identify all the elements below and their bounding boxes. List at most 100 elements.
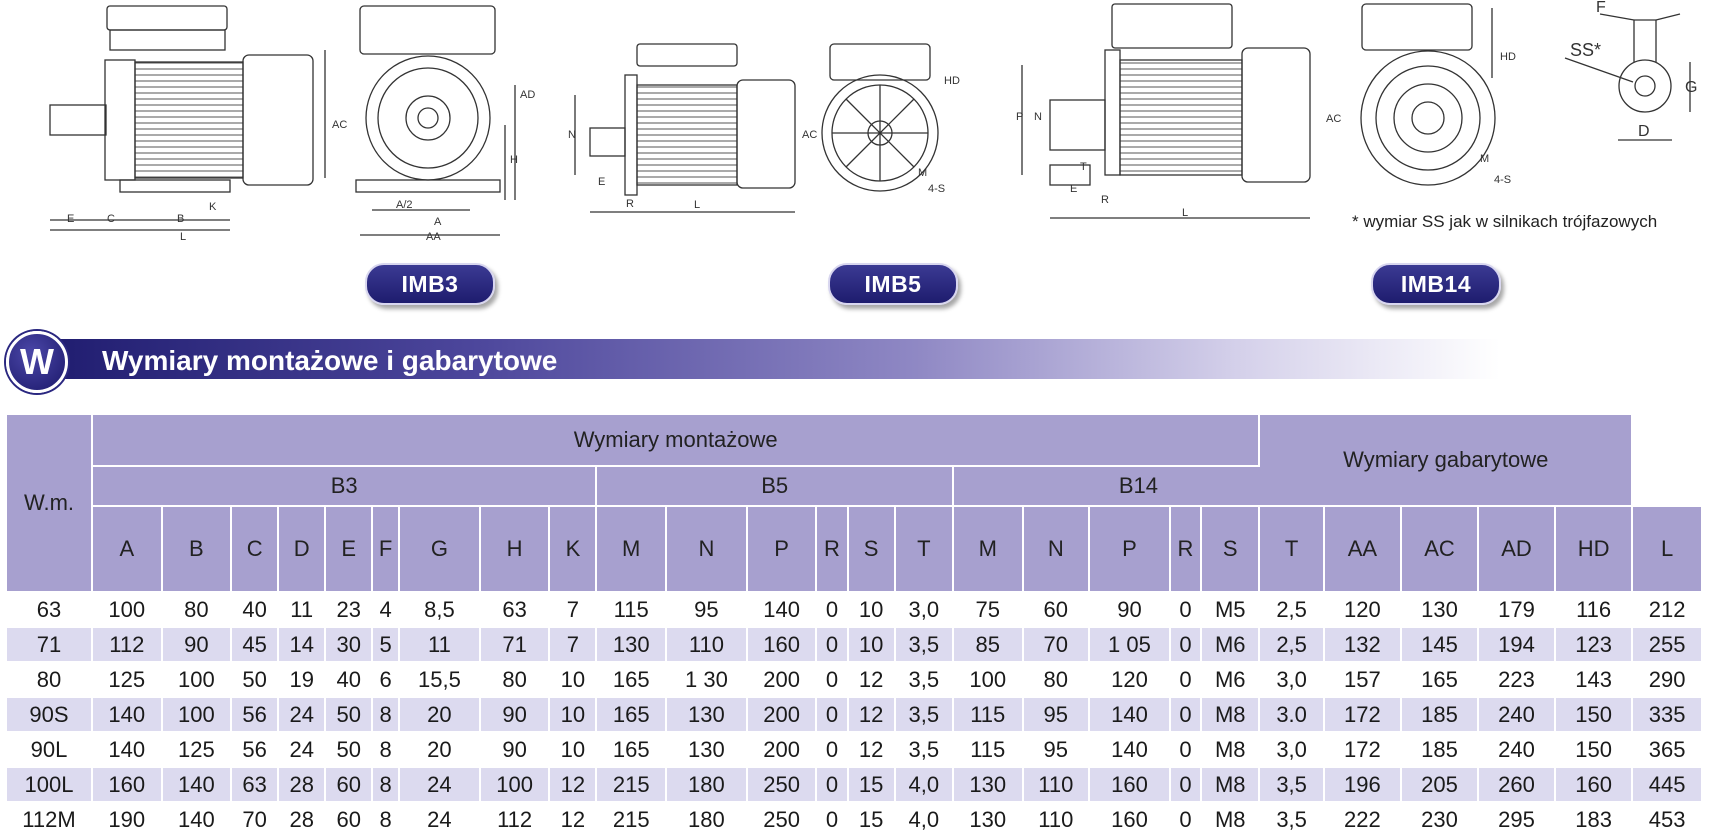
table-cell: 180 <box>688 807 725 832</box>
table-cell: 10 <box>848 628 894 661</box>
imb3-side-view <box>49 5 326 231</box>
motor-drawings-svg: E C B L K AC A/2 A AA H AD N E R L AC HD… <box>49 0 1697 243</box>
table-cell: 11 <box>400 628 479 661</box>
table-cell: 100 <box>177 667 215 692</box>
column-header: C <box>232 507 278 591</box>
dim-h-label: H <box>510 154 518 166</box>
table-cell: 80 <box>1043 667 1069 692</box>
table-cell: 4,0 <box>908 807 940 832</box>
table-cell: M8 <box>1202 698 1259 731</box>
table-cell: 194 <box>1479 628 1555 661</box>
table-cell: 0 <box>817 768 847 801</box>
table-cell: 11 <box>290 597 314 622</box>
table-cell: 185 <box>1421 737 1458 762</box>
dim-b-label: B <box>177 213 184 225</box>
dim-4s5-label: 4-S <box>928 183 945 195</box>
column-header: B <box>162 507 231 591</box>
table-cell: 15,5 <box>418 667 461 692</box>
table-cell: 240 <box>1498 737 1535 762</box>
table-cell: 90 <box>502 737 527 762</box>
table-cell: 15 <box>848 768 894 801</box>
table-cell: 23 <box>336 597 361 622</box>
imb3-front-view <box>355 5 516 236</box>
table-cell: 125 <box>108 667 146 692</box>
table-cell: 0 <box>817 628 847 661</box>
table-cell: 200 <box>763 667 800 692</box>
table-cell: 3.0 <box>1260 698 1323 731</box>
table-cell: 145 <box>1401 628 1477 661</box>
table-cell: 56 <box>232 698 278 731</box>
table-cell: 183 <box>1575 807 1612 832</box>
table-cell: 0 <box>817 698 847 731</box>
table-cell: 3,5 <box>908 737 940 762</box>
table-cell: 140 <box>763 597 800 622</box>
dim-l5-label: L <box>694 199 700 211</box>
table-cell: 12 <box>848 698 894 731</box>
table-cell: 3,5 <box>908 667 940 692</box>
table-cell: 8 <box>379 737 392 762</box>
table-cell: 80 <box>184 597 209 622</box>
dim-e14-label: E <box>1070 183 1077 195</box>
table-cell: M8 <box>1202 768 1259 801</box>
column-header: L <box>1633 507 1701 591</box>
dim-hd5-label: HD <box>944 75 960 87</box>
table-cell: 0 <box>1170 698 1201 731</box>
table-cell: 112 <box>497 807 533 832</box>
dim-e-label: E <box>67 213 74 225</box>
table-cell: 179 <box>1498 597 1535 622</box>
table-cell: 200 <box>763 737 800 762</box>
column-header: R <box>817 507 847 591</box>
table-cell: 3,5 <box>895 698 952 731</box>
table-cell: 15 <box>858 807 884 832</box>
table-cell: 230 <box>1421 807 1458 832</box>
dim-c-label: C <box>107 213 115 225</box>
table-cell: 125 <box>177 737 215 762</box>
dim-a2-label: A/2 <box>396 199 413 211</box>
table-cell: 63 <box>502 597 527 622</box>
dim-l-label: L <box>180 231 186 243</box>
row-size-cell: 90S <box>7 698 91 731</box>
table-cell: 20 <box>427 737 452 762</box>
table-cell: 63 <box>232 768 278 801</box>
table-cell: 4,0 <box>895 768 952 801</box>
table-cell: 240 <box>1479 698 1555 731</box>
table-cell: 255 <box>1633 628 1701 661</box>
table-cell: 95 <box>1023 698 1089 731</box>
column-header: N <box>667 507 746 591</box>
table-cell: 205 <box>1401 768 1477 801</box>
table-cell: M8 <box>1214 807 1246 832</box>
table-cell: 130 <box>688 737 725 762</box>
table-cell: M5 <box>1214 597 1246 622</box>
table-cell: 50 <box>242 667 267 692</box>
section-header-bar <box>40 339 1500 379</box>
table-cell: 6 <box>379 667 392 692</box>
table-cell: 3,0 <box>1276 737 1307 762</box>
imb14-side-view <box>1021 3 1311 219</box>
table-cell: 90 <box>480 698 549 731</box>
table-cell: 45 <box>232 628 278 661</box>
table-cell: 165 <box>612 667 650 692</box>
section-header: W Wymiary montażowe i gabarytowe <box>0 330 1715 393</box>
table-cell: 100 <box>969 667 1007 692</box>
table-cell: 140 <box>1111 737 1148 762</box>
table-cell: 4 <box>379 597 392 622</box>
table-cell: 100 <box>108 597 146 622</box>
section-icon: W <box>6 331 68 393</box>
table-cell: 190 <box>108 807 146 832</box>
section-title: Wymiary montażowe i gabarytowe <box>102 345 558 376</box>
table-cell: 110 <box>1023 768 1089 801</box>
column-header: N <box>1023 507 1089 591</box>
table-cell: 8,5 <box>424 597 455 622</box>
imb5-front-view <box>821 43 939 192</box>
table-cell: 12 <box>550 768 596 801</box>
table-cell: 250 <box>747 768 816 801</box>
column-header: HD <box>1556 507 1632 591</box>
dim-t14-label: T <box>1080 161 1087 173</box>
imb5-badge: IMB5 <box>828 263 958 305</box>
table-cell: M8 <box>1214 737 1246 762</box>
table-cell: 14 <box>279 628 325 661</box>
column-header: R <box>1170 507 1201 591</box>
row-size-cell: 100L <box>7 768 91 801</box>
table-cell: 0 <box>1170 628 1201 661</box>
